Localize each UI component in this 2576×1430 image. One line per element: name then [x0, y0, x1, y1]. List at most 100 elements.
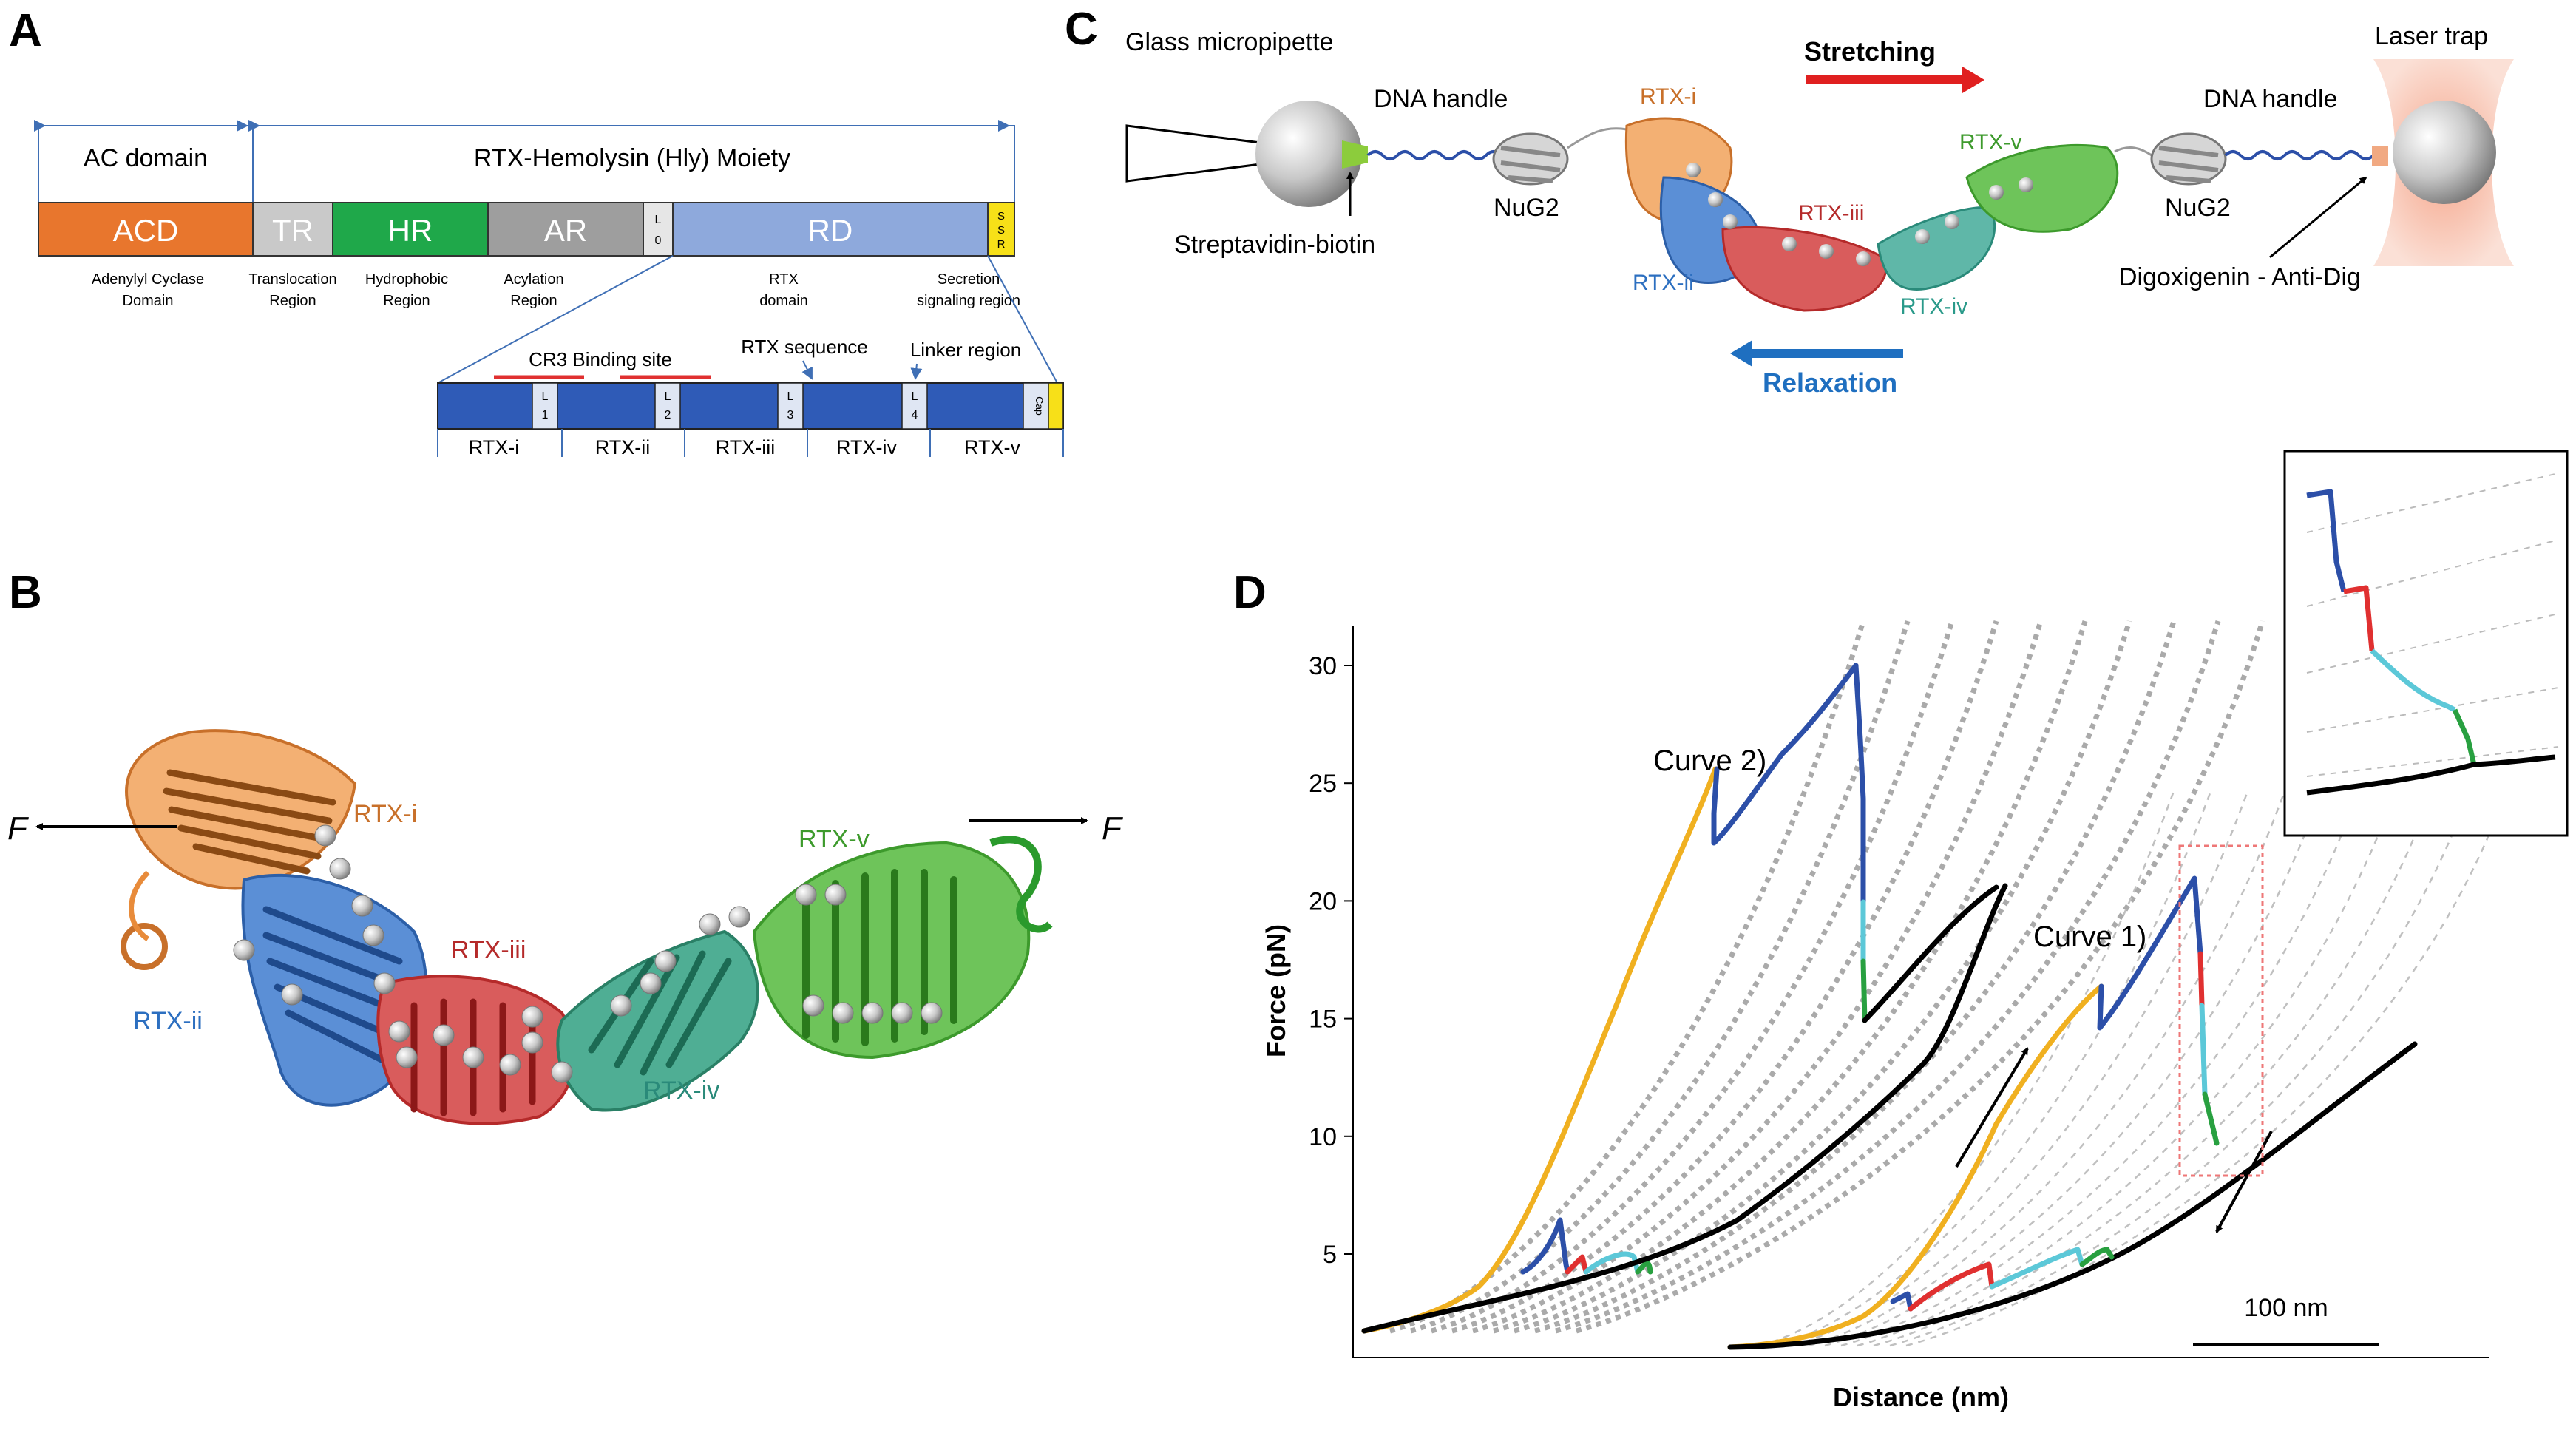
guide-curve: [1824, 790, 2323, 1347]
label-b-rtx-v: RTX-v: [799, 825, 870, 853]
guide-curve: [1889, 790, 2471, 1347]
panel-a: A AC domain RTX-Hemolysin (Hly) Moiety A…: [9, 5, 1064, 458]
protein-rtx-i: [121, 729, 357, 970]
ssr-letter-2: S: [997, 224, 1005, 237]
rtx-moiety-frame: [252, 125, 1015, 203]
label-c-rtx-iv: RTX-iv: [1900, 294, 1967, 319]
acd-segment: [38, 202, 254, 257]
ssr-segment: [987, 202, 1015, 257]
ssr-letter-3: R: [997, 238, 1006, 251]
acd-label: ACD: [113, 213, 179, 248]
bead-left: [1255, 101, 1362, 207]
curve1-low-cyan: [1989, 1247, 2085, 1290]
label-b-rtx-ii: RTX-ii: [133, 1007, 203, 1035]
guide-curve: [1808, 790, 2286, 1347]
stretching-label: Stretching: [1804, 36, 1936, 67]
l0-segment: [643, 202, 674, 257]
linker-l4-number: 4: [912, 409, 918, 421]
y-tick-label: 20: [1309, 887, 1337, 915]
tr-segment: [252, 202, 333, 257]
curve1-label: Curve 1): [2033, 921, 2146, 953]
curve2-low-blue: [1520, 1217, 1570, 1275]
force-label-right: F: [1102, 810, 1123, 847]
panel-label-c: C: [1065, 4, 1098, 55]
ac-domain-frame: [38, 125, 254, 203]
panel-c: C Glass micropipette Streptavidin-biotin…: [1065, 4, 2514, 398]
guide-curve: [1775, 790, 2212, 1347]
guide-curve: [1759, 790, 2175, 1347]
curve1-stretch-trace: [1727, 983, 2104, 1350]
guide-curve: [1905, 790, 2508, 1347]
curve2-rtx-iv-trace: [1860, 958, 1868, 1023]
rtx-moiety-label: RTX-Hemolysin (Hly) Moiety: [474, 144, 790, 172]
linker-l4: [901, 382, 928, 430]
guide-curve: [1555, 620, 2221, 1334]
label-c-rtx-i: RTX-i: [1640, 84, 1696, 109]
guide-curve: [1472, 620, 2044, 1334]
ssr-caption-1: Secretion: [938, 271, 1000, 288]
linker-l2: [654, 382, 681, 430]
linker-l1-letter: L: [542, 390, 549, 403]
block-rtx-ii: RTX-ii: [595, 436, 651, 458]
tr-label: TR: [272, 213, 313, 248]
guide-curve: [1410, 620, 1911, 1334]
wlc-guide-curves-curve1: [1759, 790, 2508, 1347]
ar-caption-1: Acylation: [504, 271, 563, 288]
relaxation-label: Relaxation: [1763, 367, 1897, 398]
inset-trace-red: [2343, 585, 2375, 651]
inset-trace-cyan: [2370, 648, 2456, 713]
linker-l3: [777, 382, 804, 430]
dna-handle-left-strand: [1366, 150, 1517, 160]
calcium-ions-b: [233, 824, 943, 1083]
panel-label-b: B: [9, 567, 42, 618]
curve2-low-green: [1635, 1261, 1653, 1275]
guide-curve: [1431, 620, 1955, 1334]
nug2-right: [2150, 132, 2227, 186]
acd-caption-2: Domain: [123, 293, 174, 309]
block-rtx-iv: RTX-iv: [836, 436, 898, 458]
curve1-low-blue: [1890, 1291, 1914, 1312]
relaxation-arrowhead: [1730, 340, 1752, 367]
guide-curve: [1840, 790, 2360, 1347]
label-c-rtx-v: RTX-v: [1959, 130, 2021, 155]
streptavidin-label: Streptavidin-biotin: [1174, 231, 1375, 259]
cr3-label: CR3 Binding site: [529, 348, 672, 370]
linker-left: [1567, 127, 1627, 149]
tr-caption-2: Region: [269, 293, 316, 309]
label-c-rtx-ii: RTX-ii: [1633, 271, 1694, 295]
curve2-rtx-i-trace: [1711, 663, 1859, 846]
curve2-rtx-i-drop: [1853, 663, 1866, 905]
linker-l1: [532, 382, 558, 430]
hr-label: HR: [388, 213, 433, 248]
panel-label-a: A: [9, 5, 42, 56]
dna-handle-left-label: DNA handle: [1374, 85, 1508, 113]
curve1-rtx-ii-trace: [2197, 951, 2205, 1009]
rd-segment: [672, 202, 989, 257]
guide-curve: [1873, 790, 2434, 1347]
guide-curve: [1389, 620, 1866, 1334]
curve1-relax-trace: [1727, 1041, 2418, 1350]
tr-caption-1: Translocation: [248, 271, 336, 288]
hr-caption-2: Region: [383, 293, 430, 309]
laser-trap-label: Laser trap: [2375, 22, 2488, 50]
ac-domain-label: AC domain: [84, 144, 208, 172]
ssr-caption-2: signaling region: [917, 293, 1020, 309]
rd-label: RD: [808, 213, 853, 248]
y-tick-label: 10: [1309, 1123, 1337, 1151]
micropipette: [1125, 124, 1273, 183]
cap-end-box: [1048, 382, 1064, 430]
curve2-low-cyan: [1583, 1251, 1641, 1275]
linker-l3-number: 3: [787, 409, 794, 421]
y-tick-label: 25: [1309, 770, 1337, 798]
digoxigenin-tag: [2372, 146, 2388, 166]
guide-curve: [1576, 620, 2265, 1334]
digoxigenin-arrow: [2269, 176, 2367, 259]
inset-trace-green: [2452, 708, 2477, 765]
curve1-rtx-iii-trace: [2199, 1003, 2208, 1097]
digoxigenin-label: Digoxigenin - Anti-Dig: [2119, 263, 2361, 291]
y-tick-label: 15: [1309, 1006, 1337, 1034]
guide-curve: [1514, 620, 2132, 1334]
linker-region-label: Linker region: [910, 339, 1021, 361]
